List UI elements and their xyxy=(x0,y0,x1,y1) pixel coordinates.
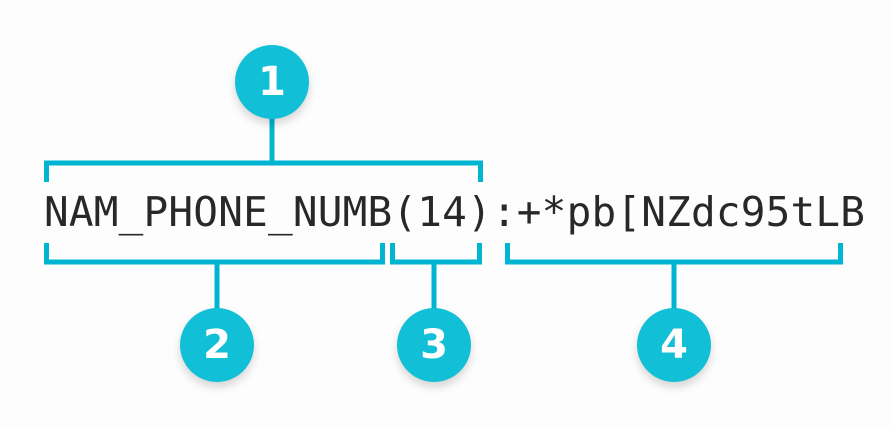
bracket-group-3 xyxy=(390,243,482,310)
bracket-group-1 xyxy=(44,116,483,182)
callout-badge-1[interactable]: 1 xyxy=(235,45,309,119)
bracket-group-4 xyxy=(505,243,843,310)
callout-badge-4[interactable]: 4 xyxy=(637,308,711,382)
callout-badge-2[interactable]: 2 xyxy=(180,308,254,382)
callout-badge-3[interactable]: 3 xyxy=(397,308,471,382)
bracket-group-2 xyxy=(44,243,385,310)
annotated-code-string: NAM_PHONE_NUMB(14):+*pb[NZdc95tLB xyxy=(44,188,866,236)
